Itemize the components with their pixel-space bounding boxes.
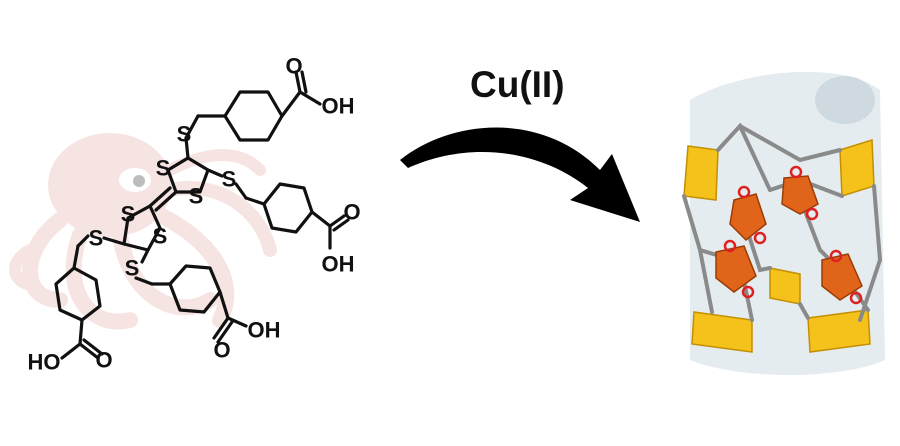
carboxyl-oh-upper: OH (322, 94, 355, 119)
oxygen-atom-2: O (343, 200, 360, 225)
sulfur-atom-8: S (125, 256, 140, 281)
octopus-watermark-icon (9, 133, 277, 330)
reagent-label: Cu(II) (470, 64, 565, 105)
oxygen-atom-4: O (213, 338, 230, 363)
sulfur-atom-2: S (189, 184, 204, 209)
carboxyl-oh-lower: OH (248, 318, 281, 343)
ttf-ligand-structure (54, 70, 350, 360)
sulfur-atom-3: S (121, 202, 136, 227)
curved-arrow-icon (400, 127, 640, 222)
sulfur-atom-4: S (153, 224, 168, 249)
sulfur-atom-7: S (89, 226, 104, 251)
oxygen-atom-3: O (95, 348, 112, 373)
sulfur-atom-6: S (222, 167, 237, 192)
carboxyl-oh-right: OH (322, 252, 355, 277)
carboxyl-ho-left: HO (28, 350, 61, 375)
atom-labels: S S S S S S S S O OH O OH O HO O OH (28, 54, 361, 375)
sulfur-atom-5: S (177, 122, 192, 147)
mof-framework-icon (682, 71, 885, 376)
oxygen-atom-1: O (285, 54, 302, 79)
sulfur-atom-1: S (156, 156, 171, 181)
